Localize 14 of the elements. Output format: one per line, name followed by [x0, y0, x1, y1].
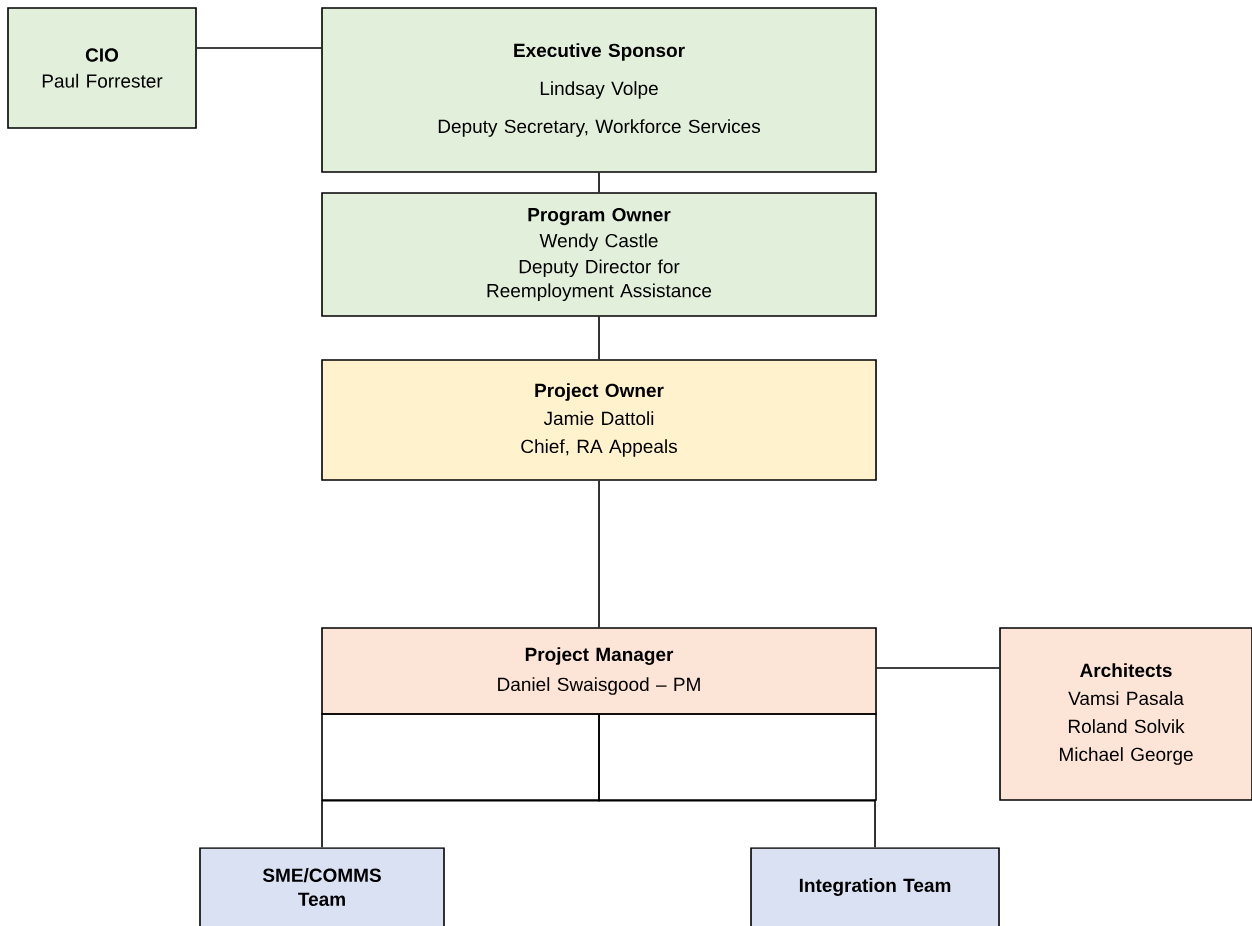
org-box: SME/COMMS Team [199, 847, 445, 926]
connector-line [876, 667, 1000, 669]
org-box: Integration Team [750, 847, 1000, 926]
connector-line [196, 47, 322, 49]
org-box: Architects Vamsi Pasala Roland Solvik Michael George [999, 627, 1252, 801]
connector-line [598, 480, 600, 628]
org-box: Executive Sponsor Lindsay Volpe Deputy Secretary, Workforce Services [321, 7, 877, 173]
org-box: CIO Paul Forrester [7, 7, 197, 129]
connector-line [598, 172, 600, 193]
org-box: Project Manager Daniel Swaisgood – PM [321, 627, 877, 715]
org-box: Project Owner Jamie Dattoli Chief, RA Appeals [321, 359, 877, 481]
connector-line [598, 316, 600, 360]
org-box: Program Owner Wendy Castle Deputy Director for Reemployment Assistance [321, 192, 877, 317]
connector-line [598, 714, 876, 848]
